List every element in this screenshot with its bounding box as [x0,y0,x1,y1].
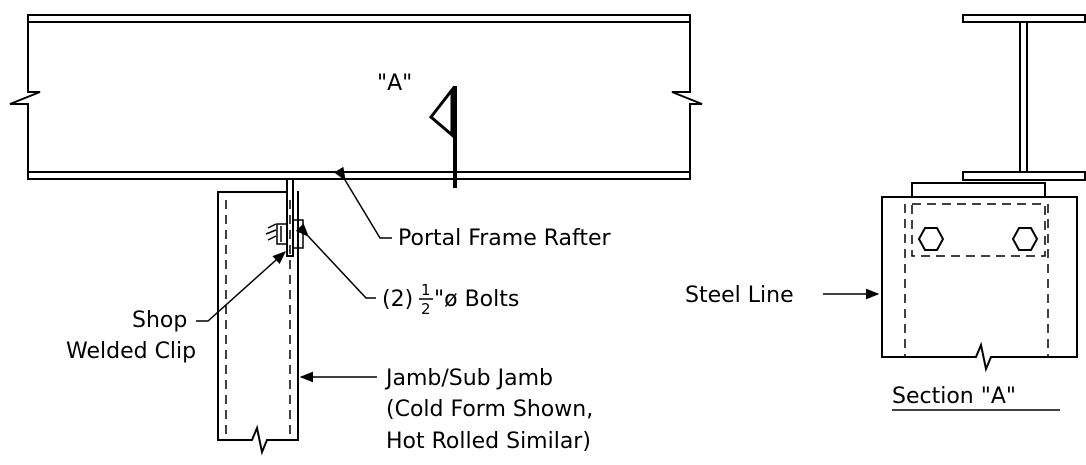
bolts-label-prefix: (2) [382,287,413,312]
weld-reference-label: "A" [377,71,412,96]
clip-leader [196,251,287,322]
portal-frame-rafter [9,14,703,180]
section-a-title: Section "A" [892,384,1016,409]
bolts-label-suffix: "ø Bolts [434,287,519,312]
bolt-head-icon [276,223,288,245]
bolts-leader [295,223,376,299]
shop-weld-icon [265,223,277,241]
section-bottom-break [881,341,1078,373]
weld-symbol: "A" [377,71,457,188]
jamb-label-line3: Hot Rolled Similar) [386,429,591,454]
section-a-view [881,14,1086,373]
jamb-elevation [217,178,304,456]
bolts-fraction-denominator: 2 [421,300,431,318]
jamb-bottom-break [217,424,299,456]
rafter-leader [334,166,392,239]
steel-line-label: Steel Line [685,283,794,308]
jamb-label-line1: Jamb/Sub Jamb [384,366,553,391]
bolts-fraction-numerator: 1 [421,281,431,299]
jamb-label-line2: (Cold Form Shown, [386,397,593,422]
shop-label: Shop [132,308,187,333]
rafter-left-break [9,14,41,180]
bolt-hex-left-icon [917,227,945,251]
welded-clip-label: Welded Clip [66,339,196,364]
rafter-label: Portal Frame Rafter [398,226,612,251]
bolt-hex-right-icon [1011,227,1039,251]
rafter-right-break [671,14,703,180]
